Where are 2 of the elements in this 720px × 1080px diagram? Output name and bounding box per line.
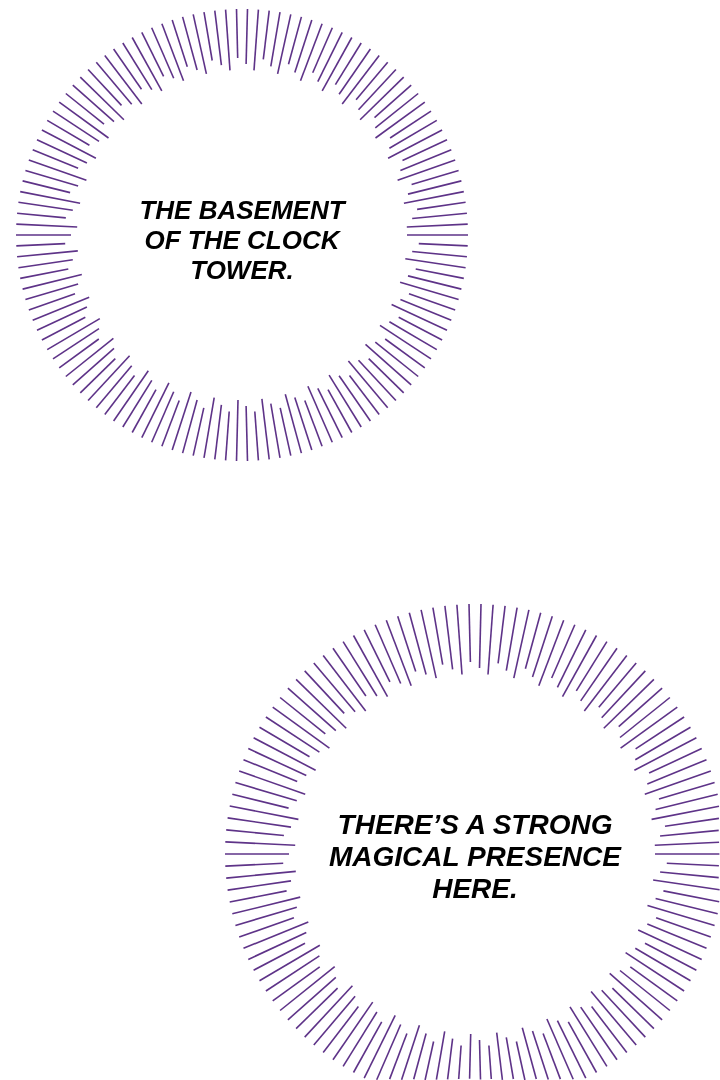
- speech-text: THE BASEMENT OF THE CLOCK TOWER.: [138, 196, 348, 286]
- speech-text: THERE’S A STRONG MAGICAL PRESENCE HERE.: [328, 809, 623, 906]
